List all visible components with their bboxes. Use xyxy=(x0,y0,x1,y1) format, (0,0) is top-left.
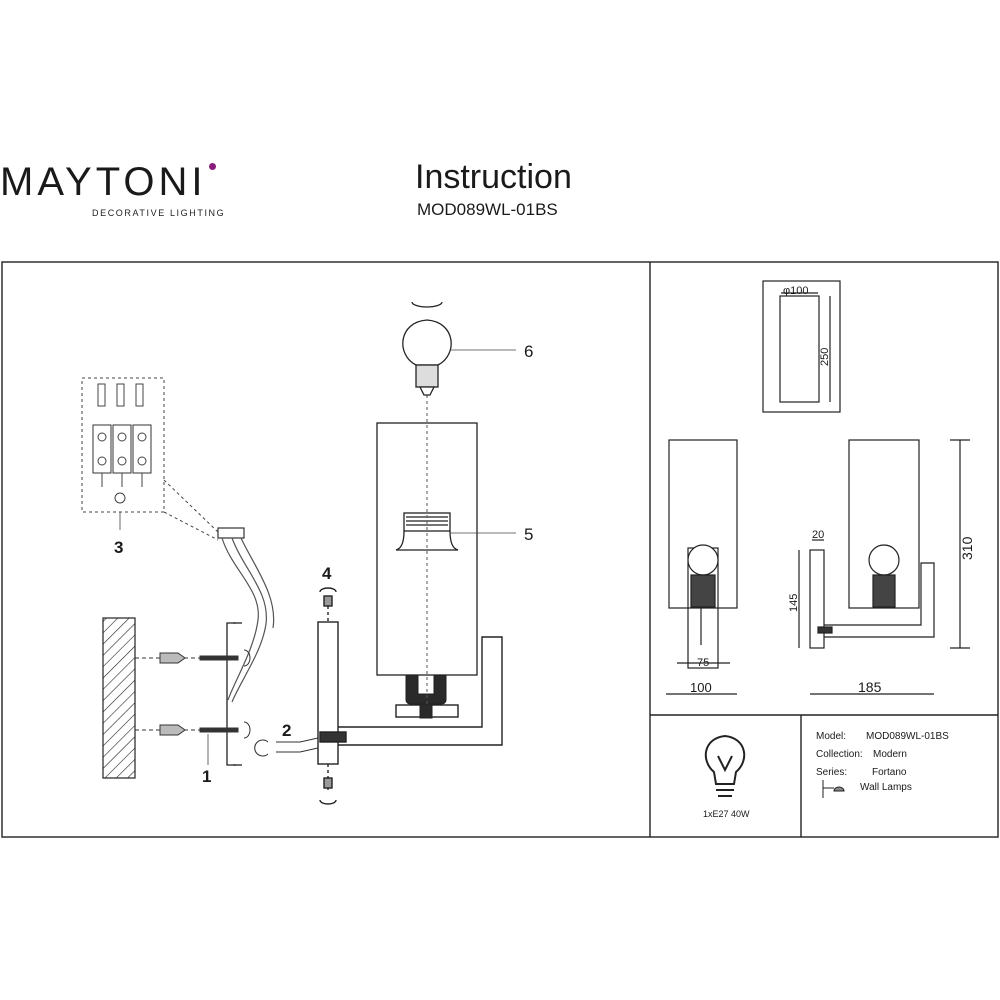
bulb-spec-icon xyxy=(704,734,746,797)
callout-4: 4 xyxy=(322,564,332,583)
mounting-plate xyxy=(226,622,242,766)
terminal-block-detail xyxy=(81,377,219,541)
dim-mount-height: 145 xyxy=(788,594,800,612)
dim-shade-diameter: φ100 xyxy=(783,285,809,297)
spec-model-label: Model: xyxy=(816,731,846,742)
dim-plate-depth: 20 xyxy=(812,529,824,541)
wall-section xyxy=(102,617,136,779)
callout-5: 5 xyxy=(524,525,533,544)
bulb-icon xyxy=(402,301,452,396)
bulb-spec: 1xE27 40W xyxy=(703,809,750,819)
callout-1: 1 xyxy=(202,767,211,786)
screwdriver-icon xyxy=(254,737,319,757)
wall-screws xyxy=(135,649,251,739)
dim-shade-height: 250 xyxy=(819,348,831,366)
sheet-frame xyxy=(1,261,999,838)
dim-base-width: 75 xyxy=(697,657,709,669)
front-view xyxy=(666,439,738,695)
callout-3: 3 xyxy=(114,538,123,557)
dim-total-height: 310 xyxy=(959,536,975,560)
callout-2: 2 xyxy=(282,721,291,740)
model-number: MOD089WL-01BS xyxy=(417,200,558,219)
glass-shade xyxy=(376,422,478,676)
spec-collection-label: Collection: xyxy=(816,749,863,760)
wall-lamp-icon xyxy=(822,780,845,798)
page-title: Instruction xyxy=(415,158,572,196)
brand-tagline: DECORATIVE LIGHTING xyxy=(92,208,226,218)
brand-dot-icon xyxy=(209,163,216,170)
spec-series-label: Series: xyxy=(816,767,847,778)
brand-name: MAYTONI xyxy=(0,160,207,204)
side-view xyxy=(798,439,970,695)
spec-collection-value: Modern xyxy=(873,749,907,760)
spec-series-value: Fortano xyxy=(872,767,907,778)
spec-category: Wall Lamps xyxy=(860,782,912,793)
power-wires xyxy=(217,527,275,703)
shade-dimension-view xyxy=(762,280,841,413)
brand-logo: MAYTONI DECORATIVE LIGHTING xyxy=(0,160,225,220)
dim-front-width: 100 xyxy=(690,680,712,695)
dim-projection: 185 xyxy=(858,679,882,695)
spec-model-value: MOD089WL-01BS xyxy=(866,731,949,742)
callout-6: 6 xyxy=(524,342,533,361)
